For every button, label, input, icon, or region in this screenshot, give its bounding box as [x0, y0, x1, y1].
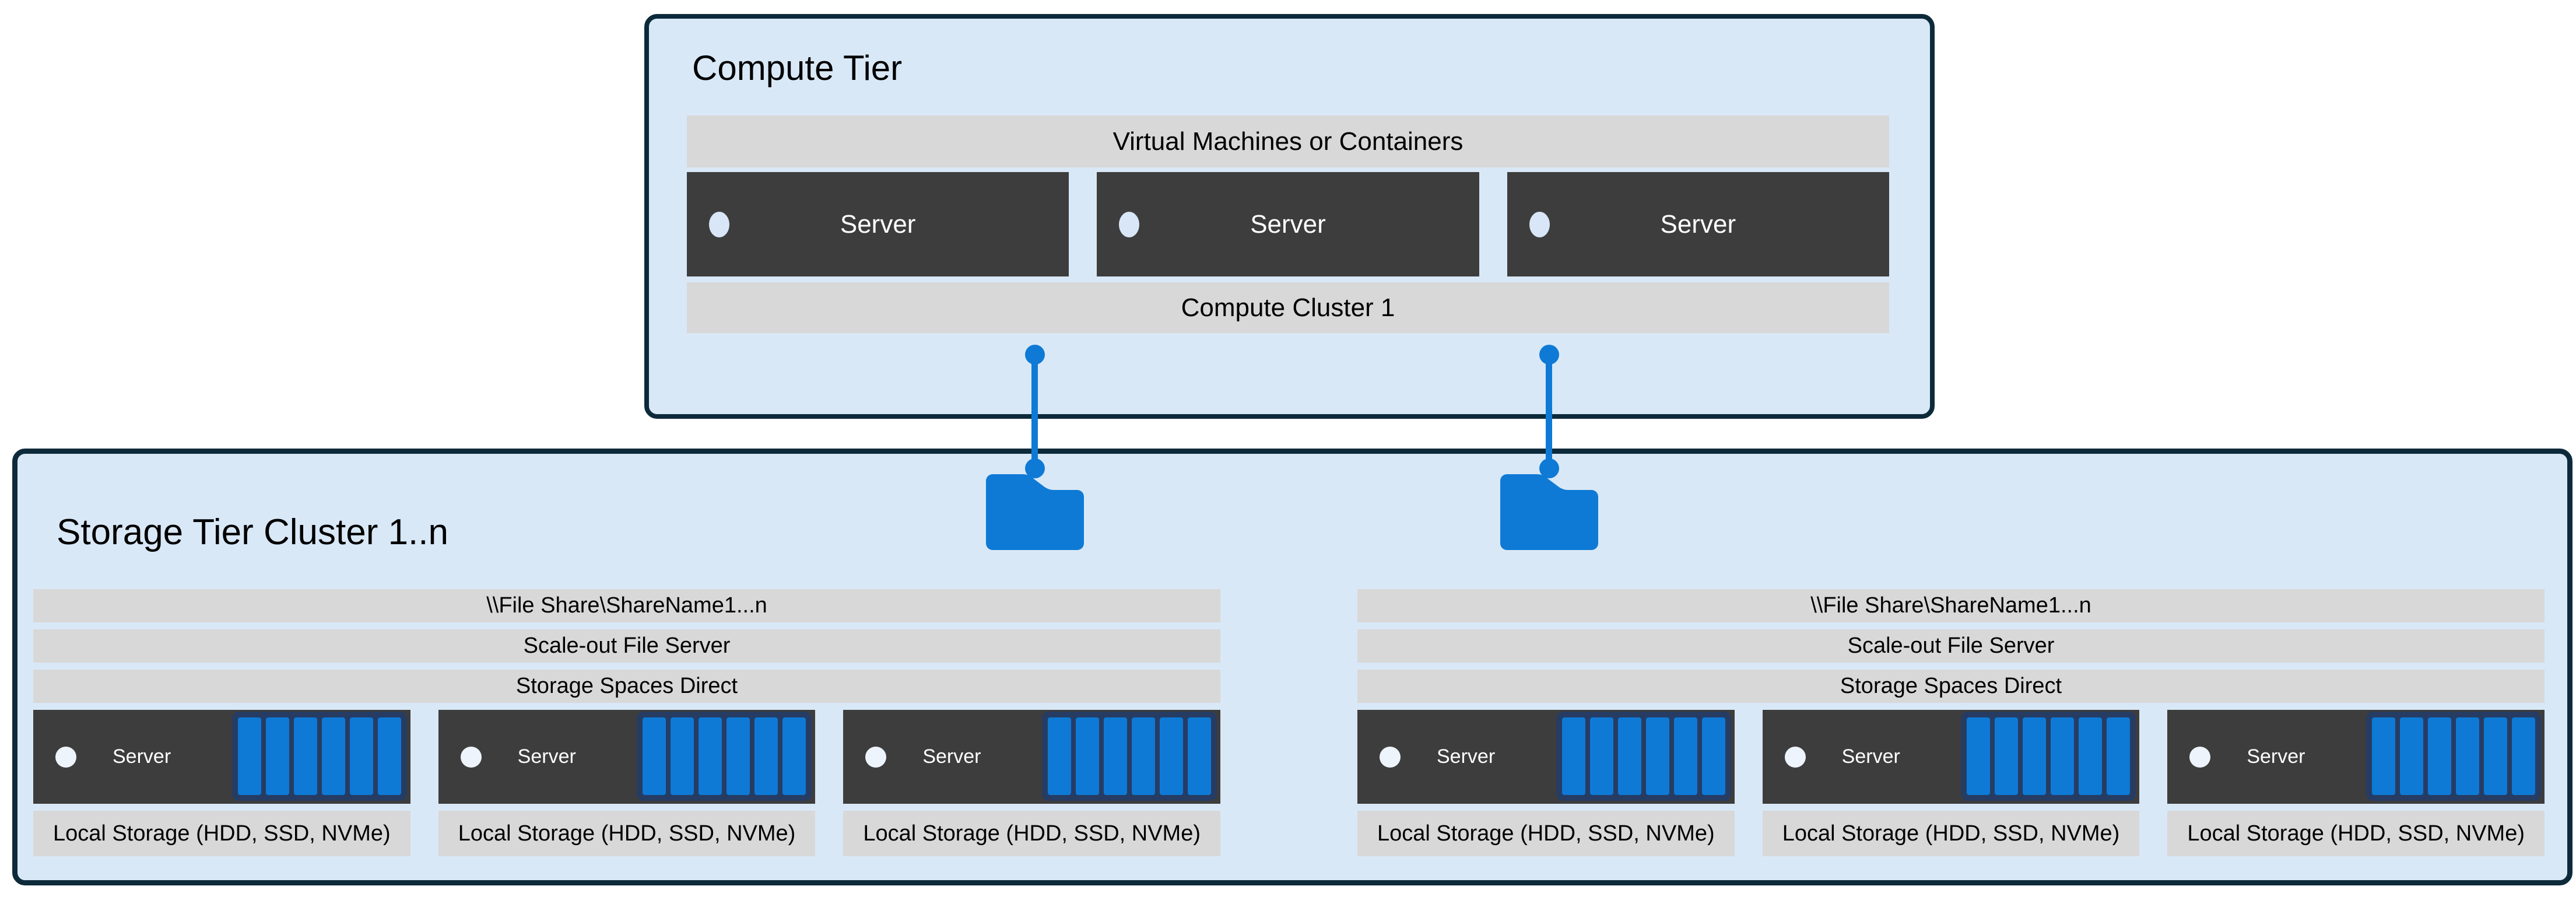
storage-server-box: Server	[438, 710, 816, 804]
local-storage-bar: Local Storage (HDD, SSD, NVMe)	[33, 811, 410, 856]
storage-server-box: Server	[1357, 710, 1735, 804]
server-label: Server	[1437, 745, 1496, 768]
compute-server-row: Server Server Server	[687, 172, 1889, 276]
server-indicator-icon	[1784, 746, 1806, 768]
file-share-bar: \\File Share\ShareName1...n	[33, 589, 1220, 622]
disk-array-icon	[231, 712, 407, 801]
storage-cluster-group: \\File Share\ShareName1...n Scale-out Fi…	[1357, 589, 2545, 856]
compute-server-box: Server	[1097, 172, 1479, 276]
connector-dot-bottom	[1539, 458, 1559, 478]
compute-server-box: Server	[687, 172, 1069, 276]
virtual-machines-bar: Virtual Machines or Containers	[687, 115, 1889, 167]
connector-line	[1546, 351, 1552, 470]
server-label: Server	[517, 745, 576, 768]
connector-dot-bottom	[1025, 458, 1045, 478]
local-storage-bar: Local Storage (HDD, SSD, NVMe)	[2167, 811, 2545, 856]
server-indicator-icon	[1380, 746, 1401, 768]
storage-cluster-group: \\File Share\ShareName1...n Scale-out Fi…	[33, 589, 1221, 856]
local-storage-bar: Local Storage (HDD, SSD, NVMe)	[843, 811, 1221, 856]
server-label: Server	[2247, 745, 2305, 768]
connector-line	[1031, 351, 1038, 470]
compute-cluster-bar: Compute Cluster 1	[687, 282, 1889, 333]
server-indicator-icon	[1119, 211, 1140, 237]
storage-spaces-direct-bar: Storage Spaces Direct	[1357, 670, 2545, 703]
compute-tier-box: Compute Tier Virtual Machines or Contain…	[644, 14, 1935, 419]
server-indicator-icon	[709, 211, 729, 237]
server-label: Server	[1660, 209, 1736, 239]
storage-server-box: Server	[33, 710, 410, 804]
storage-server-box: Server	[1762, 710, 2140, 804]
local-storage-row: Local Storage (HDD, SSD, NVMe) Local Sto…	[1357, 811, 2545, 856]
local-storage-row: Local Storage (HDD, SSD, NVMe) Local Sto…	[33, 811, 1221, 856]
server-label: Server	[1841, 745, 1900, 768]
storage-server-row: Server Server Server	[33, 710, 1221, 804]
compute-tier-title: Compute Tier	[692, 48, 903, 87]
connector-dot-top	[1539, 345, 1559, 365]
file-share-bar: \\File Share\ShareName1...n	[1357, 589, 2545, 622]
server-indicator-icon	[55, 746, 76, 768]
scale-out-file-server-bar: Scale-out File Server	[33, 629, 1220, 663]
file-share-folder-icon	[986, 474, 1084, 550]
local-storage-bar: Local Storage (HDD, SSD, NVMe)	[1762, 811, 2140, 856]
disk-array-icon	[2366, 712, 2542, 801]
storage-spaces-direct-bar: Storage Spaces Direct	[33, 670, 1220, 703]
storage-server-row: Server Server Server	[1357, 710, 2545, 804]
storage-server-box: Server	[2167, 710, 2545, 804]
connector-dot-top	[1025, 345, 1045, 365]
server-indicator-icon	[460, 746, 482, 768]
storage-tier-title: Storage Tier Cluster 1..n	[57, 512, 448, 552]
server-label: Server	[113, 745, 171, 768]
storage-server-box: Server	[843, 710, 1221, 804]
disk-array-icon	[1042, 712, 1217, 801]
local-storage-bar: Local Storage (HDD, SSD, NVMe)	[1357, 811, 1735, 856]
local-storage-bar: Local Storage (HDD, SSD, NVMe)	[438, 811, 816, 856]
disk-array-icon	[637, 712, 812, 801]
server-indicator-icon	[1529, 211, 1550, 237]
scale-out-file-server-bar: Scale-out File Server	[1357, 629, 2545, 663]
file-share-folder-icon	[1500, 474, 1598, 550]
compute-server-box: Server	[1507, 172, 1889, 276]
server-label: Server	[922, 745, 981, 768]
server-indicator-icon	[2189, 746, 2211, 768]
disk-array-icon	[1556, 712, 1731, 801]
storage-tier-box: Storage Tier Cluster 1..n \\File Share\S…	[12, 449, 2573, 885]
disk-array-icon	[1961, 712, 2136, 801]
server-label: Server	[1250, 209, 1326, 239]
server-label: Server	[840, 209, 916, 239]
server-indicator-icon	[865, 746, 887, 768]
